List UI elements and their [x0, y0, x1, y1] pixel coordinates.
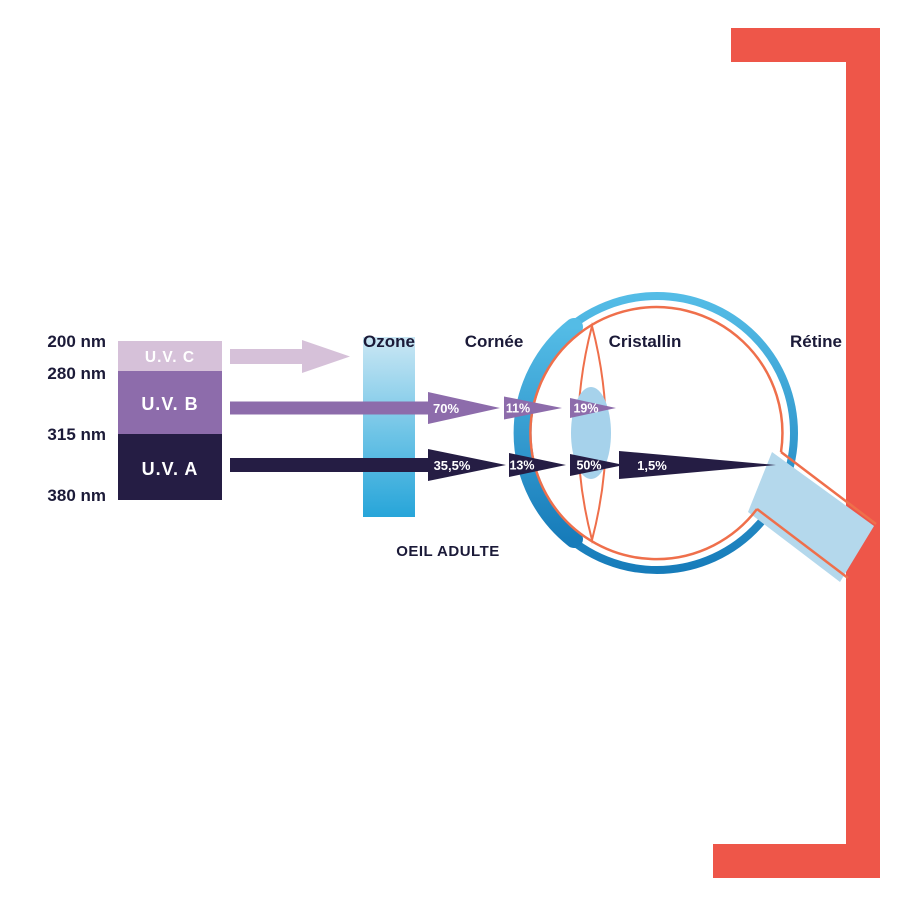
uva-arrow-shaft — [230, 458, 428, 472]
uvb-arrow: 70% 11% 19% — [230, 392, 616, 424]
uva-arrow-triangle-cornea — [509, 453, 566, 477]
uva-label: U.V. A — [142, 459, 199, 479]
uva-arrow-triangle-lens — [570, 454, 624, 476]
optic-nerve-edge-bottom — [756, 508, 849, 579]
red-frame-bottom-bar — [713, 844, 880, 878]
uvb-arrow-shaft — [230, 401, 428, 415]
uv-band-blocks: U.V. C U.V. B U.V. A — [118, 341, 222, 500]
uvb-arrow-triangle-cornea — [504, 396, 562, 420]
uvb-cornea-label: 11% — [506, 402, 530, 416]
uvb-block — [118, 371, 222, 434]
uva-arrow: 35,5% 13% 50% 1,5% — [230, 449, 776, 481]
wavelength-label-280nm: 280 nm — [47, 364, 106, 383]
uvc-arrow — [230, 340, 350, 373]
ozone-label: Ozone — [363, 332, 415, 351]
uvc-block — [118, 341, 222, 371]
optic-nerve-edge-top — [780, 451, 877, 525]
uva-after-ozone-label: 35,5% — [434, 458, 471, 473]
uva-retina-label: 1,5% — [637, 458, 667, 473]
retina-lining — [529, 305, 784, 561]
uvc-label: U.V. C — [145, 349, 195, 366]
uvb-arrow-triangle-ozone — [428, 392, 500, 424]
red-frame-vertical-bar — [846, 28, 880, 878]
cornee-label: Cornée — [465, 332, 524, 351]
retine-label: Rétine — [790, 332, 842, 351]
uva-lens-label: 50% — [576, 459, 601, 473]
uva-arrow-triangle-retina — [619, 451, 776, 479]
uvb-lens-label: 19% — [573, 402, 598, 416]
uvb-arrow-triangle-lens — [570, 398, 616, 418]
cristallin-label: Cristallin — [609, 332, 682, 351]
uva-cornea-label: 13% — [509, 459, 534, 473]
ozone-bar — [363, 337, 415, 517]
eye — [513, 292, 877, 582]
uva-arrow-triangle-ozone — [428, 449, 506, 481]
oeil-adulte-caption: OEIL ADULTE — [396, 543, 500, 560]
uvc-arrow-shaft — [230, 349, 302, 364]
uvc-arrow-head — [302, 340, 350, 373]
cornea-arc — [513, 318, 583, 548]
wavelength-label-380nm: 380 nm — [47, 486, 106, 505]
wavelength-scale: 200 nm 280 nm 315 nm 380 nm — [47, 332, 106, 505]
uva-block — [118, 434, 222, 500]
optic-nerve — [748, 452, 874, 582]
uvb-after-ozone-label: 70% — [433, 401, 459, 416]
wavelength-label-200nm: 200 nm — [47, 332, 106, 351]
structure-labels: Ozone Cornée Cristallin Rétine OEIL ADUL… — [363, 332, 842, 560]
wavelength-label-315nm: 315 nm — [47, 425, 106, 444]
uvb-label: U.V. B — [141, 394, 198, 414]
